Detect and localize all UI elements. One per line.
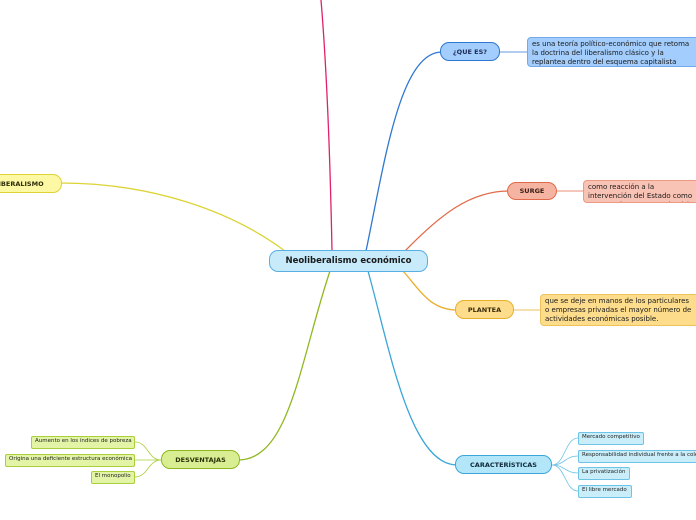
que-es-description[interactable]: es una teoría político-económico que ret… [527, 37, 696, 67]
connector-caracteristicas [367, 270, 458, 466]
central-topic[interactable]: Neoliberalismo económico [269, 250, 428, 272]
connector-que-es [365, 51, 443, 252]
branch-plantea[interactable]: PLANTEA [455, 300, 514, 319]
desventaja-item[interactable]: Aumento en los índices de pobreza [31, 436, 135, 449]
connector-carac-leaf-4 [551, 464, 579, 492]
plantea-description[interactable]: que se deje en manos de los particulares… [540, 294, 696, 326]
caracteristica-item[interactable]: La privatización [578, 467, 630, 480]
connector-top-branch [320, 0, 333, 252]
connector-desventajas [237, 270, 331, 461]
connector-desv-leaf-1 [134, 441, 162, 461]
connector-liberalismo [59, 182, 286, 252]
connector-surge [404, 190, 510, 252]
surge-description[interactable]: como reacción a la intervención del Esta… [583, 180, 696, 203]
caracteristica-item[interactable]: El libre mercado [578, 485, 632, 498]
caracteristica-item[interactable]: Mercado competitivo [578, 432, 644, 445]
desventaja-item[interactable]: Origina una deficiente estructura económ… [5, 454, 135, 467]
branch-liberalismo[interactable]: LIBERALISMO [0, 174, 62, 193]
branch-que-es[interactable]: ¿QUE ES? [440, 42, 500, 61]
desventaja-item[interactable]: El monopolio [91, 471, 135, 484]
branch-surge[interactable]: SURGE [507, 182, 557, 200]
branch-caracteristicas[interactable]: CARACTERÍSTICAS [455, 455, 552, 474]
connector-desv-leaf-3 [134, 459, 162, 478]
connector-carac-leaf-2 [551, 455, 579, 466]
connector-carac-leaf-1 [551, 437, 579, 466]
branch-desventajas[interactable]: DESVENTAJAS [161, 450, 240, 469]
connector-plantea [402, 270, 458, 311]
caracteristica-item[interactable]: Responsabilidad individual frente a la c… [578, 450, 696, 463]
